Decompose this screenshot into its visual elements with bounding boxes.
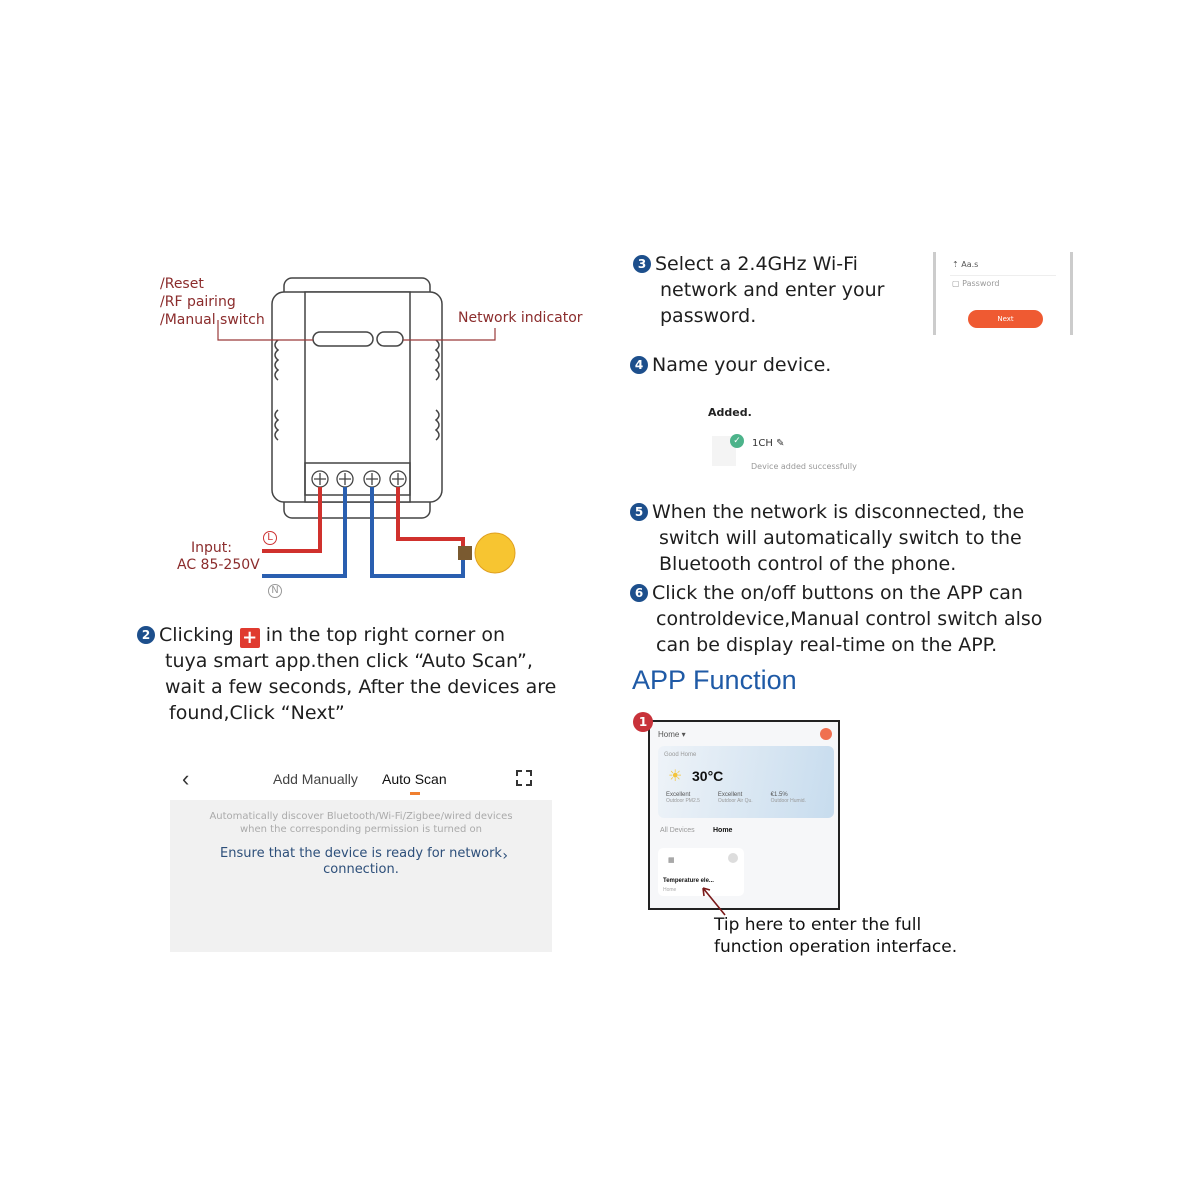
added-screenshot: Added. ✓ 1CH ✎ Device added successfully	[708, 406, 868, 476]
sun-icon: ☀	[668, 768, 683, 785]
home-selector[interactable]: Home ▾	[658, 730, 686, 739]
ready-text: connection.	[323, 862, 399, 877]
neutral-wire	[262, 487, 347, 578]
network-indicator-led	[376, 331, 404, 347]
step-text: controldevice,Manual control switch also	[656, 608, 1043, 630]
reset-button	[312, 331, 374, 347]
step-text: Bluetooth control of the phone.	[659, 553, 957, 575]
step-text: network and enter your	[660, 279, 885, 301]
auto-scan-screenshot: ‹ Add Manually Auto Scan Automatically d…	[170, 760, 552, 952]
step-text: Clicking	[159, 624, 234, 646]
chevron-right-icon: ›	[502, 848, 508, 864]
active-tab-indicator	[410, 792, 420, 795]
tip-line: Tip here to enter the full	[714, 915, 922, 935]
add-device-icon[interactable]	[820, 728, 832, 740]
step-number: 2	[137, 626, 155, 644]
step-number: 5	[630, 503, 648, 521]
stat-label: Outdoor PM2.5	[666, 798, 700, 804]
next-button[interactable]: Next	[968, 310, 1043, 328]
live-symbol: L	[263, 531, 277, 545]
network-indicator-label: Network indicator	[458, 310, 583, 326]
manual-switch-label: /Manual switch	[160, 312, 265, 328]
step-text: Click the on/off buttons on the APP can	[652, 582, 1023, 604]
wiring-diagram	[217, 277, 516, 578]
input-voltage: AC 85-250V	[177, 557, 260, 573]
live-wire	[262, 487, 322, 553]
plus-icon: +	[239, 628, 260, 648]
step-number: 3	[633, 255, 651, 273]
neutral-load-wire	[370, 487, 465, 578]
password-field[interactable]: ▢ Password	[952, 279, 1000, 288]
rf-pairing-label: /RF pairing	[160, 294, 236, 310]
bulb-icon	[458, 532, 516, 574]
step-text: Select a 2.4GHz Wi-Fi	[655, 253, 858, 275]
terminal-block	[304, 462, 411, 496]
step-number: 6	[630, 584, 648, 602]
stat-value: Excellent	[717, 792, 743, 798]
step-text: can be display real-time on the APP.	[656, 634, 998, 656]
power-icon[interactable]	[728, 853, 738, 863]
ssid-field[interactable]: ⇡ Aa.s	[952, 260, 979, 269]
stat-value: Excellent	[666, 792, 691, 798]
tab-auto-scan[interactable]: Auto Scan	[382, 771, 447, 787]
neutral-symbol: N	[268, 584, 282, 598]
tip-line: function operation interface.	[714, 937, 958, 957]
pointer-arrow	[702, 887, 726, 916]
step-badge: 1	[633, 712, 653, 732]
temperature: 30°C	[692, 768, 724, 784]
step-text: password.	[660, 305, 757, 327]
scan-qr-icon[interactable]	[516, 770, 532, 786]
app-function-heading: APP Function	[632, 665, 797, 695]
step-text: tuya smart app.then click “Auto Scan”,	[165, 650, 533, 672]
tab-add-manually[interactable]: Add Manually	[273, 771, 358, 787]
step-text: in the top right corner on	[265, 624, 505, 646]
check-icon: ✓	[730, 434, 744, 448]
back-icon[interactable]: ‹	[182, 766, 190, 791]
edit-icon[interactable]: ✎	[776, 438, 785, 449]
step-number: 4	[630, 356, 648, 374]
tip-text: Tip here to enter the full function oper…	[714, 914, 957, 958]
step-text: found,Click “Next”	[169, 702, 345, 724]
device-room: Home	[663, 887, 677, 893]
step-text: Name your device.	[652, 354, 832, 376]
reset-label: /Reset	[160, 276, 204, 292]
hint-text: when the corresponding permission is tur…	[240, 824, 482, 835]
ready-text: Ensure that the device is ready for netw…	[220, 846, 502, 861]
added-title: Added.	[708, 406, 752, 419]
hint-text: Automatically discover Bluetooth/Wi-Fi/Z…	[209, 811, 513, 822]
device-card[interactable]: ▦ Temperature ele... Home	[658, 848, 744, 896]
stat-value: €1.5%	[770, 792, 788, 798]
tab-all-devices[interactable]: All Devices	[660, 827, 695, 834]
input-label: Input:	[191, 540, 232, 556]
weather-place: Good Home	[664, 752, 697, 758]
step-text: wait a few seconds, After the devices ar…	[165, 676, 557, 698]
step-text: When the network is disconnected, the	[652, 501, 1025, 523]
device-name: Temperature ele...	[663, 878, 714, 884]
ready-link[interactable]: Ensure that the device is ready for netw…	[170, 846, 552, 878]
wifi-form-screenshot: ⇡ Aa.s ▢ Password Next	[933, 252, 1073, 335]
stat-label: Outdoor Humid.	[770, 798, 806, 804]
device-icon: ▦	[668, 857, 675, 864]
step-text: switch will automatically switch to the	[659, 527, 1022, 549]
added-status: Device added successfully	[751, 462, 857, 471]
device-name: 1CH	[752, 438, 773, 449]
device-panel	[304, 291, 411, 503]
stat-label: Outdoor Air Qu.	[717, 798, 753, 804]
password-placeholder: Password	[962, 279, 1000, 288]
tab-home[interactable]: Home	[713, 827, 733, 834]
ssid-value: Aa.s	[961, 260, 979, 269]
scan-hint: Automatically discover Bluetooth/Wi-Fi/Z…	[170, 810, 552, 836]
